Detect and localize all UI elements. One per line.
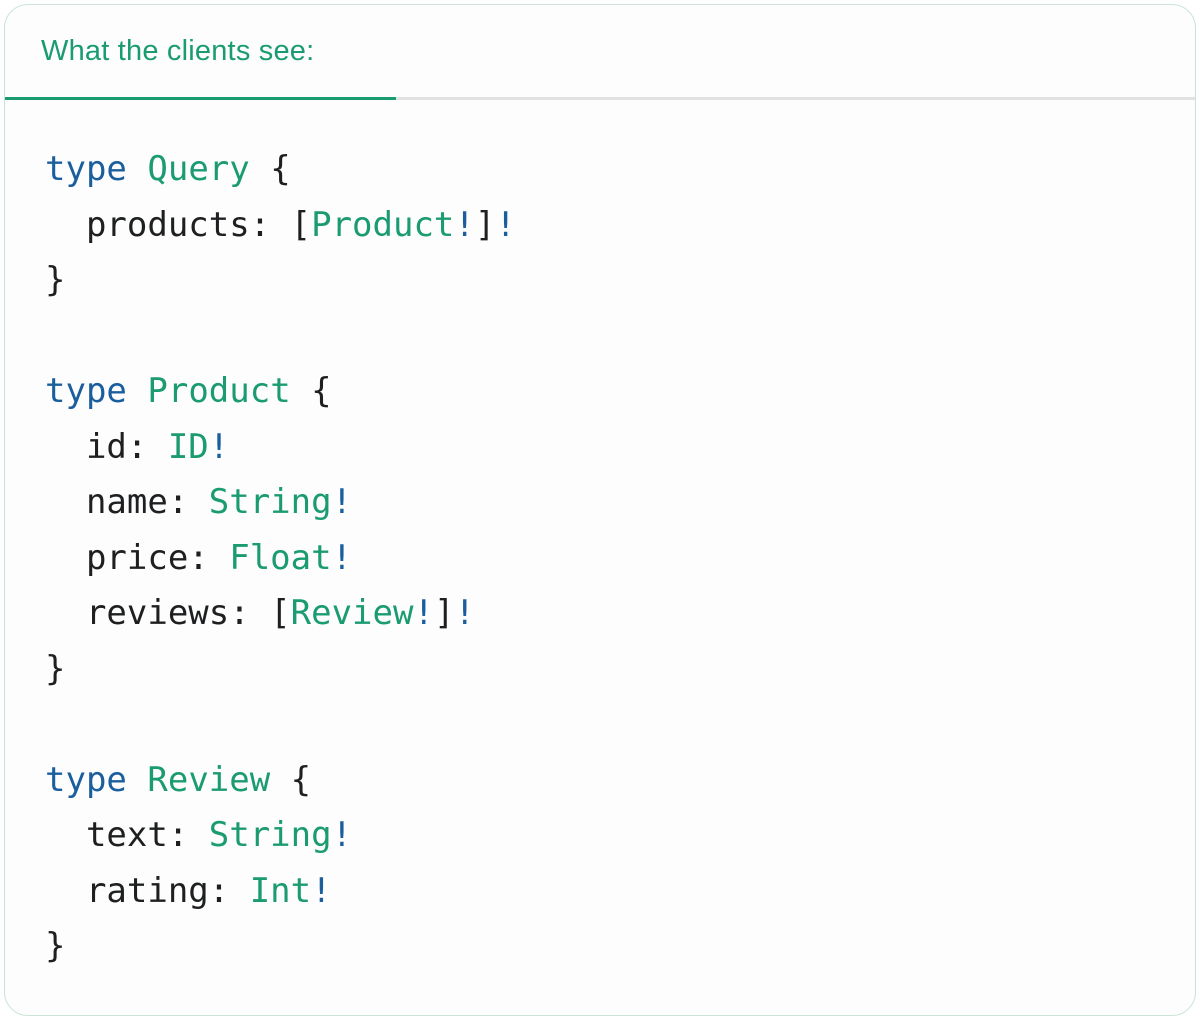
code-token-plain: ] xyxy=(433,593,455,633)
code-token-typename: String xyxy=(208,482,332,522)
code-token-bang: ! xyxy=(331,815,353,855)
code-token-plain: } xyxy=(45,260,66,300)
code-token-plain: text: xyxy=(45,815,209,855)
clients-view-panel: What the clients see: type Query { produ… xyxy=(4,4,1196,1016)
code-token-typename: Query xyxy=(147,149,250,189)
code-line: type Query { xyxy=(45,142,516,198)
code-token-bang: ! xyxy=(413,593,434,633)
code-line: price: Float! xyxy=(45,531,516,587)
code-token-typename: Product xyxy=(311,204,455,245)
code-block: type Query { products: [Product!]!} type… xyxy=(45,142,516,975)
code-token-plain xyxy=(127,760,147,800)
code-token-typename: Product xyxy=(147,371,291,411)
code-line: } xyxy=(45,919,516,975)
code-token-plain xyxy=(127,371,147,411)
code-line: text: String! xyxy=(45,808,516,864)
code-token-plain: reviews: [ xyxy=(45,593,291,633)
code-line: products: [Product!]! xyxy=(45,198,516,254)
code-token-typename: Int xyxy=(249,870,312,911)
code-line: type Review { xyxy=(45,753,516,809)
code-token-plain: { xyxy=(290,371,332,411)
code-line: reviews: [Review!]! xyxy=(45,586,516,642)
code-token-typename: Review xyxy=(147,759,271,800)
tab-strip-divider xyxy=(5,97,1195,100)
code-token-typename: Review xyxy=(290,593,414,633)
code-token-bang: ! xyxy=(454,593,475,633)
code-token-plain xyxy=(127,149,147,189)
tab-strip: What the clients see: xyxy=(5,5,1195,101)
code-token-plain: { xyxy=(249,149,291,189)
active-tab-indicator xyxy=(5,97,396,100)
code-token-plain: } xyxy=(45,648,66,689)
code-line: id: ID! xyxy=(45,420,516,476)
code-line xyxy=(45,309,516,365)
code-line: type Product { xyxy=(45,364,516,420)
code-token-typename: Float xyxy=(229,537,332,578)
code-line: } xyxy=(45,642,516,698)
code-token-plain: price: xyxy=(45,537,230,578)
code-token-bang: ! xyxy=(331,537,353,578)
code-token-plain: products: [ xyxy=(45,204,312,245)
code-token-bang: ! xyxy=(454,204,475,245)
code-token-keyword: type xyxy=(45,759,127,800)
code-token-keyword: type xyxy=(45,149,127,189)
code-token-keyword: type xyxy=(45,371,127,411)
code-token-plain: id: xyxy=(45,426,168,467)
code-token-bang: ! xyxy=(495,204,516,245)
code-line: name: String! xyxy=(45,475,516,531)
code-line xyxy=(45,697,516,753)
code-token-bang: ! xyxy=(311,870,332,911)
code-line: } xyxy=(45,253,516,309)
code-token-bang: ! xyxy=(208,426,230,467)
tab-label: What the clients see: xyxy=(41,34,315,67)
code-token-plain: name: xyxy=(45,482,209,522)
code-token-plain: { xyxy=(270,759,312,800)
code-line: rating: Int! xyxy=(45,864,516,920)
code-token-plain: ] xyxy=(474,204,496,245)
tab-what-clients-see[interactable]: What the clients see: xyxy=(5,5,396,97)
code-token-typename: String xyxy=(208,815,332,855)
code-token-typename: ID xyxy=(167,426,209,467)
code-token-bang: ! xyxy=(331,482,353,522)
code-token-plain: } xyxy=(45,926,66,966)
code-token-plain: rating: xyxy=(45,870,250,911)
